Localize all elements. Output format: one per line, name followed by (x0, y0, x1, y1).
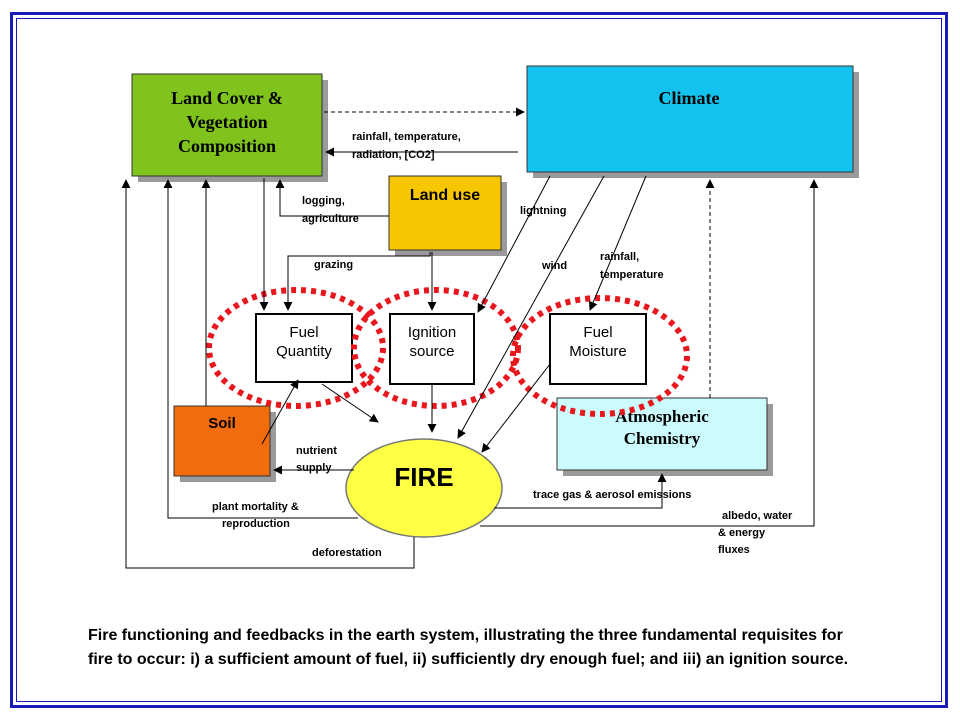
label-albedo-2: & energy (718, 527, 766, 539)
arrow-fire-to-landcover-deforestation (121, 179, 415, 569)
fuel-moisture-label-2: Moisture (569, 343, 627, 360)
soil-box: Soil (173, 405, 276, 482)
climate-box: Climate (526, 65, 859, 178)
fuel-moisture-dotted-ring (510, 295, 690, 417)
label-albedo-3: fluxes (718, 544, 750, 556)
outer-frame (10, 12, 948, 708)
land-use-label: Land use (410, 187, 480, 204)
land-cover-box: Land Cover & Vegetation Composition (131, 73, 328, 182)
land-cover-label-2: Vegetation (186, 112, 267, 132)
arrow-fuelmoisture-to-fire (481, 363, 551, 453)
arrow-fire-to-landcover-mortality (163, 179, 358, 519)
fuel-quantity-label-2: Quantity (276, 343, 332, 360)
label-logging-1: logging, (302, 195, 345, 207)
arrow-soil-to-fuelquantity (261, 379, 299, 445)
fuel-moisture-label-1: Fuel (583, 324, 612, 341)
ignition-source-box: Ignition source (389, 313, 475, 385)
label-wind: wind (541, 260, 567, 272)
fuel-quantity-box: Fuel Quantity (255, 313, 353, 383)
fuel-quantity-dotted-ring (206, 287, 386, 409)
label-trace-gas: trace gas & aerosol emissions (533, 489, 691, 501)
arrow-fuelquantity-to-fire (321, 383, 379, 423)
label-rainfall-temp-rad-2: radiation, [CO2] (352, 149, 435, 161)
label-rainfall-temp-rad-1: rainfall, temperature, (352, 131, 461, 143)
label-albedo-1: albedo, water (722, 510, 793, 522)
label-plant-mortality-1: plant mortality & (212, 501, 299, 513)
label-logging-2: agriculture (302, 213, 359, 225)
atmospheric-chemistry-label-2: Chemistry (624, 429, 701, 448)
label-lightning: lightning (520, 205, 566, 217)
arrow-climate-to-fire (457, 175, 605, 439)
atmospheric-chemistry-box: Atmospheric Chemistry (556, 397, 773, 476)
figure-caption: Fire functioning and feedbacks in the ea… (88, 627, 849, 668)
inner-frame (16, 18, 942, 702)
ignition-source-label-1: Ignition (408, 324, 456, 341)
label-nutrient-1: nutrient (296, 445, 337, 457)
label-nutrient-2: supply (296, 462, 332, 474)
label-grazing: grazing (314, 259, 353, 271)
land-use-box: Land use (388, 175, 507, 256)
land-cover-label-3: Composition (178, 136, 276, 156)
arrow-fire-to-climate-albedo (480, 179, 819, 527)
label-deforestation: deforestation (312, 547, 382, 559)
fire-node: FIRE (345, 438, 503, 538)
soil-label: Soil (208, 415, 236, 432)
ignition-source-label-2: source (409, 343, 454, 360)
arrow-landuse-to-landcover (275, 179, 389, 217)
arrow-climate-to-ignition (477, 175, 551, 313)
climate-label: Climate (659, 88, 720, 108)
fire-label: FIRE (394, 462, 453, 492)
fuel-moisture-box: Fuel Moisture (549, 313, 647, 385)
fuel-quantity-label-1: Fuel (289, 324, 318, 341)
label-plant-mortality-2: reproduction (222, 518, 290, 530)
arrow-fire-to-atmchem (494, 473, 667, 509)
label-rainfall-temp-2: temperature (600, 269, 664, 281)
arrow-landuse-to-fuelquantity (283, 252, 431, 311)
label-rainfall-temp-1: rainfall, (600, 251, 639, 263)
ignition-source-dotted-ring (351, 287, 521, 409)
arrow-climate-to-fuelmoisture (588, 175, 647, 311)
land-cover-label-1: Land Cover & (171, 88, 283, 108)
atmospheric-chemistry-label-1: Atmospheric (615, 407, 709, 426)
